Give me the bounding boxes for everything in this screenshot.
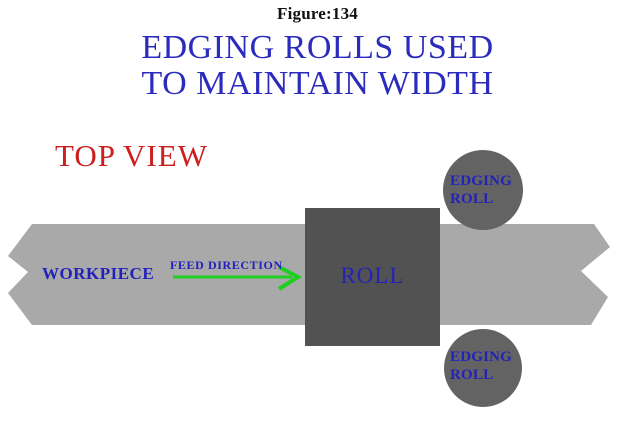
edging-roll-bottom-label-line1: EDGING (450, 349, 513, 365)
workpiece-label: WORKPIECE (42, 264, 155, 283)
figure-number-label: Figure:134 (276, 4, 358, 23)
roll-square-shape (305, 208, 440, 346)
feed-direction-label: FEED DIRECTION (170, 258, 283, 272)
figure-title: EDGING ROLLS USED TO MAINTAIN WIDTH (0, 30, 635, 102)
edging-roll-top-label-line2: ROLL (450, 191, 494, 207)
edging-roll-bottom-label: EDGING ROLL (450, 348, 512, 384)
edging-roll-bottom-label-line2: ROLL (450, 367, 494, 383)
edging-roll-bottom-shape (444, 329, 522, 407)
edging-roll-top-shape (443, 150, 523, 230)
figure-title-line2: TO MAINTAIN WIDTH (141, 65, 494, 102)
edging-roll-top-label: EDGING ROLL (450, 172, 512, 208)
roll-label: ROLL (340, 263, 405, 288)
feed-direction-arrow-icon (173, 265, 302, 291)
edging-roll-top-label-line1: EDGING (450, 173, 513, 189)
view-label: TOP VIEW (55, 138, 208, 173)
figure-title-line1: EDGING ROLLS USED (141, 29, 494, 66)
